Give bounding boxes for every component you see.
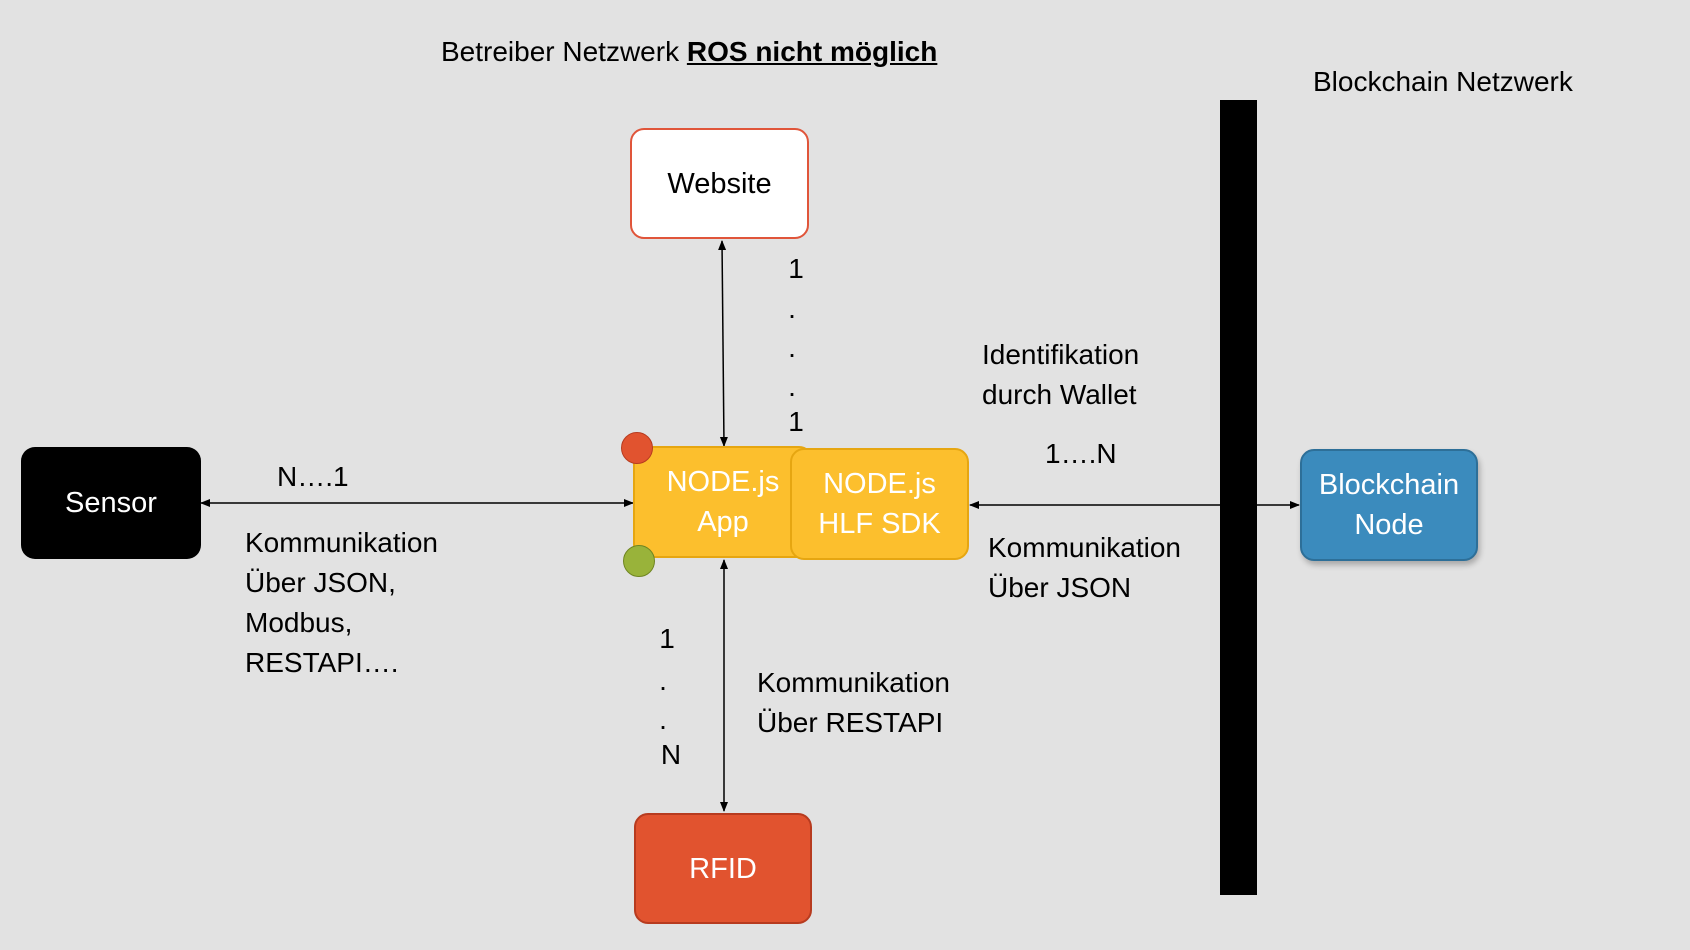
rfid-node[interactable]: RFID (634, 813, 812, 924)
rfid-comm-label: Kommunikation Über RESTAPI (757, 663, 950, 743)
wallet-line-2: durch Wallet (982, 379, 1137, 410)
sensor-node[interactable]: Sensor (21, 447, 201, 559)
website-cardinality-2: 1 (788, 406, 804, 437)
rfid-comm-line-2: Über RESTAPI (757, 707, 944, 738)
sensor-cardinality: N….1 (277, 461, 349, 492)
rfid-label: RFID (689, 852, 757, 885)
website-cardinality-dot-2: . (788, 332, 796, 363)
website-node[interactable]: Website (630, 128, 809, 239)
sensor-comm-line-4: RESTAPI…. (245, 647, 399, 678)
website-cardinality-dot-3: . (788, 371, 796, 402)
node-app-line-1: NODE.js (666, 466, 780, 498)
website-cardinality-1: 1 (788, 253, 804, 284)
network-title-prefix: Betreiber Netzwerk (441, 36, 680, 67)
sensor-comm-line-1: Kommunikation (245, 527, 438, 558)
sensor-comm-line-2: Über JSON, (245, 567, 396, 598)
blockchain-node[interactable]: Blockchain Node (1300, 449, 1478, 561)
rfid-cardinality-1: 1 (659, 623, 675, 654)
node-hlf-sdk[interactable]: NODE.js HLF SDK (790, 448, 969, 560)
node-app-line-2: App (697, 506, 749, 538)
blockchain-comm-label: Kommunikation Über JSON (988, 528, 1181, 608)
wallet-line-1: Identifikation (982, 339, 1140, 370)
network-separator (1220, 100, 1257, 895)
blockchain-node-line-2: Node (1354, 509, 1424, 541)
website-app-connector (718, 240, 728, 447)
sensor-label: Sensor (65, 487, 157, 519)
blockchain-cardinality: 1….N (1045, 438, 1117, 469)
node-hlf-line-1: NODE.js (823, 468, 936, 500)
node-app[interactable]: NODE.js App (633, 446, 813, 558)
network-title-emphasis: ROS nicht möglich (686, 36, 938, 67)
rfid-cardinality-n: N (660, 739, 682, 770)
rfid-cardinality-dot-1: . (659, 665, 667, 696)
wallet-label: Identifikation durch Wallet (982, 335, 1139, 415)
network-title: Betreiber Netzwerk ROS nicht möglich (441, 32, 937, 72)
sensor-comm-line-3: Modbus, (245, 607, 353, 638)
website-cardinality-dot-1: . (788, 293, 796, 324)
blockchain-comm-line-2: Über JSON (988, 572, 1132, 603)
app-red-dot (621, 432, 653, 464)
rfid-comm-line-1: Kommunikation (757, 667, 950, 698)
app-green-dot (623, 545, 655, 577)
website-label: Website (667, 167, 772, 200)
blockchain-network-title: Blockchain Netzwerk (1313, 66, 1573, 97)
node-hlf-line-2: HLF SDK (818, 508, 941, 540)
blockchain-node-line-1: Blockchain (1318, 469, 1460, 501)
rfid-cardinality-dot-2: . (659, 704, 667, 735)
sensor-comm-label: Kommunikation Über JSON, Modbus, RESTAPI… (245, 523, 438, 683)
blockchain-comm-line-1: Kommunikation (988, 532, 1181, 563)
